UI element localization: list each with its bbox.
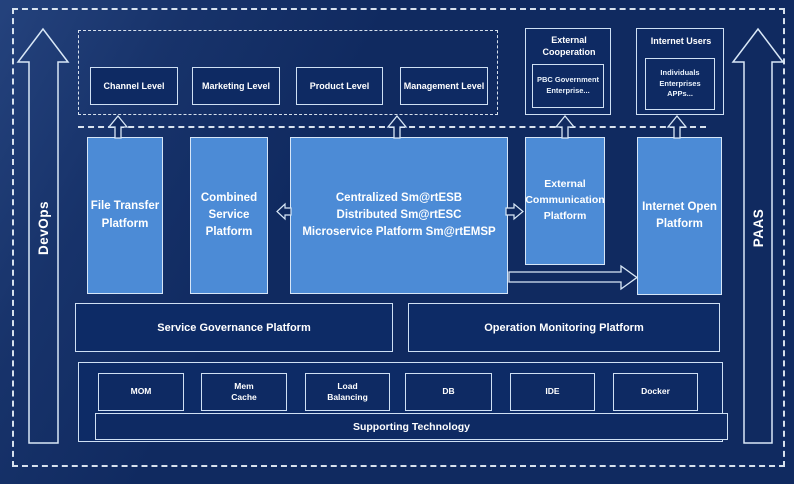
platform-file-transfer: File Transfer Platform (87, 137, 163, 294)
external-cooperation-box: External Cooperation PBC Government Ente… (525, 28, 611, 115)
level-box-marketing: Marketing Level (192, 67, 280, 105)
tech-box-mom: MOM (98, 373, 184, 411)
internet-users-inner-box: Individuals Enterprises APPs... (645, 58, 715, 110)
tech-box-mem-cache: Mem Cache (201, 373, 287, 411)
internet-users-title: Internet Users (650, 36, 712, 47)
supporting-technology-bar: Supporting Technology (95, 413, 728, 440)
devops-rail-label: DevOps (35, 200, 51, 256)
level-label: Management Level (403, 81, 485, 91)
operation-monitoring-platform: Operation Monitoring Platform (408, 303, 720, 352)
level-label: Product Level (309, 81, 370, 91)
tech-box-ide: IDE (510, 373, 595, 411)
platform-esb-central: Centralized Sm@rtESB Distributed Sm@rtES… (290, 137, 508, 294)
platform-combined-service: Combined Service Platform (190, 137, 268, 294)
level-box-product: Product Level (296, 67, 383, 105)
service-governance-platform: Service Governance Platform (75, 303, 393, 352)
paas-rail-label: PAAS (750, 208, 766, 248)
platform-external-communication: External Communication Platform (525, 137, 605, 265)
level-box-management: Management Level (400, 67, 488, 105)
dashed-separator-line (78, 126, 706, 128)
internet-users-box: Internet Users Individuals Enterprises A… (636, 28, 724, 115)
level-box-channel: Channel Level (90, 67, 178, 105)
levels-dashed-group (78, 30, 498, 115)
tech-box-docker: Docker (613, 373, 698, 411)
tech-box-db: DB (405, 373, 492, 411)
external-cooperation-inner-box: PBC Government Enterprise... (532, 64, 604, 108)
platform-internet-open: Internet Open Platform (637, 137, 722, 295)
level-label: Marketing Level (201, 81, 271, 91)
tech-box-load-balancing: Load Balancing (305, 373, 390, 411)
level-label: Channel Level (103, 81, 165, 91)
external-cooperation-title: External Cooperation (542, 35, 596, 57)
